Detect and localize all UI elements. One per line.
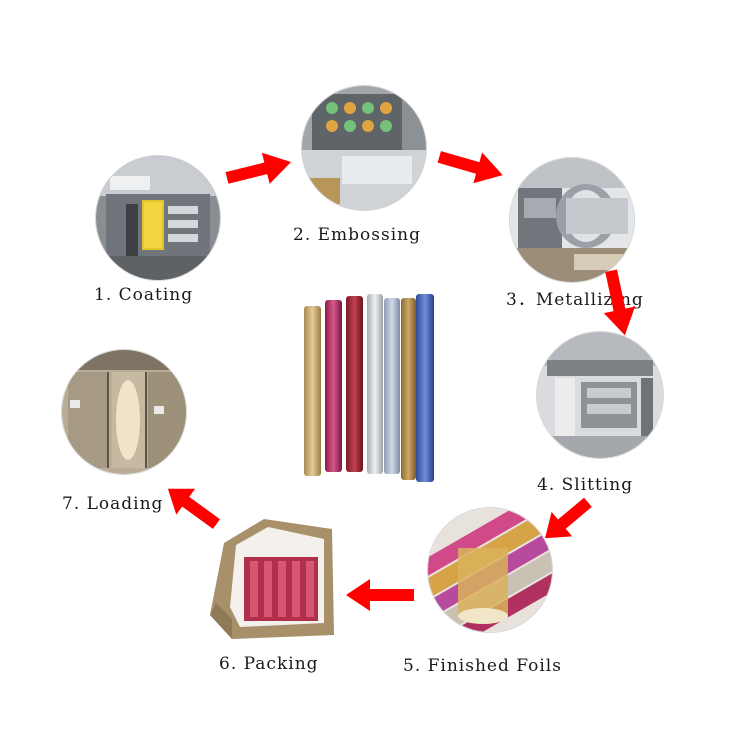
packing-box-photo xyxy=(206,515,334,639)
arrow-coating-to-embossing xyxy=(222,150,296,190)
arrow-metallizing-to-slitting xyxy=(598,266,638,340)
step-label-slitting: 4. Slitting xyxy=(537,475,634,495)
embossing-machine-photo xyxy=(302,86,426,210)
foil-rolls-photo xyxy=(300,292,440,484)
finished-foils-photo xyxy=(428,508,552,632)
coating-machine-photo xyxy=(96,156,220,280)
step-label-packing: 6. Packing xyxy=(219,654,319,674)
step-label-loading: 7. Loading xyxy=(62,494,164,514)
step-label-embossing: 2. Embossing xyxy=(293,225,421,245)
step-label-coating: 1. Coating xyxy=(94,285,194,305)
arrow-finished-foils-to-packing xyxy=(344,578,416,612)
metallizing-machine-photo xyxy=(510,158,634,282)
step-label-finished-foils: 5. Finished Foils xyxy=(403,656,562,676)
step-label-metallizing: 3．Metallizing xyxy=(506,290,644,310)
arrow-slitting-to-finished-foils xyxy=(538,496,598,542)
slitting-machine-photo xyxy=(537,332,663,458)
arrow-packing-to-loading xyxy=(160,482,226,532)
loading-warehouse-photo xyxy=(62,350,186,474)
arrow-embossing-to-metallizing xyxy=(434,146,508,186)
